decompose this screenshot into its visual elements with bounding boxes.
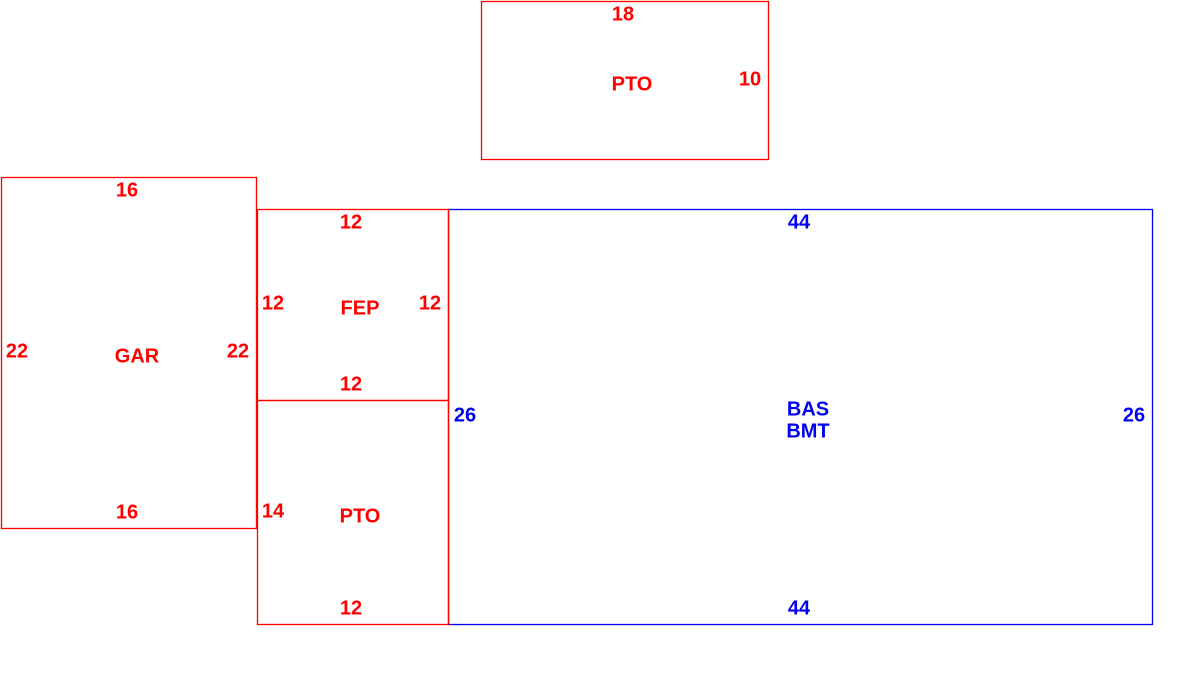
pto-bottom-bottom-dimension: 12	[340, 597, 362, 619]
bas-left-dimension: 26	[454, 404, 476, 426]
bas-label: BAS	[787, 398, 829, 420]
gar-bottom-dimension: 16	[116, 501, 138, 523]
bas-top-dimension: 44	[788, 211, 811, 233]
area-gar-outline	[0, 176, 258, 530]
gar-right-dimension: 22	[227, 340, 249, 362]
area-pto-top-outline	[480, 0, 770, 161]
area-pto-bottom-outline	[256, 399, 450, 626]
fep-top-dimension: 12	[340, 211, 362, 233]
area-gar[interactable]: 16 16 22 22 GAR	[0, 176, 258, 530]
pto-top-top-dimension: 18	[612, 3, 634, 25]
area-pto-bottom[interactable]: 14 12 PTO	[256, 399, 450, 626]
fep-left-dimension: 12	[262, 292, 284, 314]
gar-label: GAR	[115, 345, 160, 367]
area-pto-top[interactable]: 18 10 PTO	[480, 0, 770, 161]
gar-top-dimension: 16	[116, 179, 138, 201]
fep-label: FEP	[341, 297, 380, 319]
area-bas[interactable]: 44 44 26 26 BAS BMT	[447, 208, 1154, 626]
pto-top-label: PTO	[612, 73, 653, 95]
bas-bottom-dimension: 44	[788, 597, 811, 619]
pto-bottom-label: PTO	[340, 505, 381, 527]
gar-left-dimension: 22	[6, 340, 28, 362]
pto-top-right-dimension: 10	[739, 68, 761, 90]
pto-bottom-left-dimension: 14	[262, 500, 285, 522]
area-fep[interactable]: 12 12 12 12 FEP	[256, 208, 450, 402]
fep-right-dimension: 12	[419, 292, 441, 314]
fep-bottom-dimension: 12	[340, 373, 362, 395]
bmt-label: BMT	[786, 420, 829, 442]
bas-right-dimension: 26	[1123, 404, 1145, 426]
